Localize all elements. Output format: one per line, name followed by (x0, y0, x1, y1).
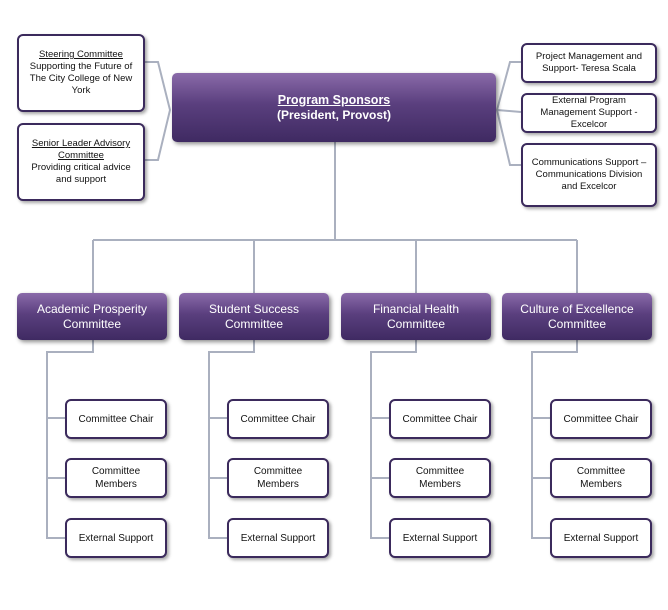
committee-members-box: Committee Members (550, 458, 652, 498)
senior-leader-advisory-box: Senior Leader Advisory Committee Providi… (17, 123, 145, 201)
committee-members-label: Committee Members (253, 466, 303, 490)
steering-committee-heading: Steering Committee (39, 49, 123, 60)
student-success-committee: Student Success Committee (179, 293, 329, 340)
committee-members-box: Committee Members (389, 458, 491, 498)
external-support-label: External Support (402, 532, 478, 544)
external-support-label: External Support (240, 532, 316, 544)
senior-leader-advisory-body: Providing critical advice and support (31, 162, 131, 185)
committee-name: Culture of Excellence Committee (520, 301, 634, 331)
external-support-box: External Support (65, 518, 167, 558)
steering-committee-body: Supporting the Future of The City Colleg… (29, 61, 133, 96)
external-support-box: External Support (550, 518, 652, 558)
senior-leader-advisory-heading: Senior Leader Advisory Committee (31, 138, 131, 161)
committee-members-box: Committee Members (65, 458, 167, 498)
committee-chair-box: Committee Chair (227, 399, 329, 439)
committee-name: Financial Health Committee (372, 301, 460, 331)
steering-committee-box: Steering Committee Supporting the Future… (17, 34, 145, 112)
project-management-text: Project Management and Support- Teresa S… (535, 51, 643, 74)
external-support-label: External Support (563, 532, 639, 544)
committee-members-label: Committee Members (576, 466, 626, 490)
external-support-box: External Support (227, 518, 329, 558)
program-sponsors-box: Program Sponsors (President, Provost) (172, 73, 496, 142)
external-support-box: External Support (389, 518, 491, 558)
committee-chair-box: Committee Chair (65, 399, 167, 439)
committee-members-box: Committee Members (227, 458, 329, 498)
external-program-management-box: External Program Management Support - Ex… (521, 93, 657, 133)
committee-name: Academic Prosperity Committee (36, 301, 148, 331)
program-sponsors-title: Program Sponsors (277, 92, 391, 107)
committee-chair-label: Committee Chair (402, 413, 478, 425)
communications-support-text: Communications Support – Communications … (531, 157, 647, 192)
academic-prosperity-committee: Academic Prosperity Committee (17, 293, 167, 340)
external-program-management-text: External Program Management Support - Ex… (540, 95, 638, 130)
external-support-label: External Support (78, 532, 154, 544)
committee-chair-label: Committee Chair (563, 413, 639, 425)
committee-chair-box: Committee Chair (389, 399, 491, 439)
committee-chair-box: Committee Chair (550, 399, 652, 439)
program-sponsors-subtitle: (President, Provost) (276, 107, 392, 122)
project-management-box: Project Management and Support- Teresa S… (521, 43, 657, 83)
committee-members-label: Committee Members (415, 466, 465, 490)
culture-of-excellence-committee: Culture of Excellence Committee (502, 293, 652, 340)
committee-name: Student Success Committee (208, 301, 300, 331)
financial-health-committee: Financial Health Committee (341, 293, 491, 340)
committee-members-label: Committee Members (91, 466, 141, 490)
committee-chair-label: Committee Chair (78, 413, 154, 425)
committee-chair-label: Committee Chair (240, 413, 316, 425)
communications-support-box: Communications Support – Communications … (521, 143, 657, 207)
